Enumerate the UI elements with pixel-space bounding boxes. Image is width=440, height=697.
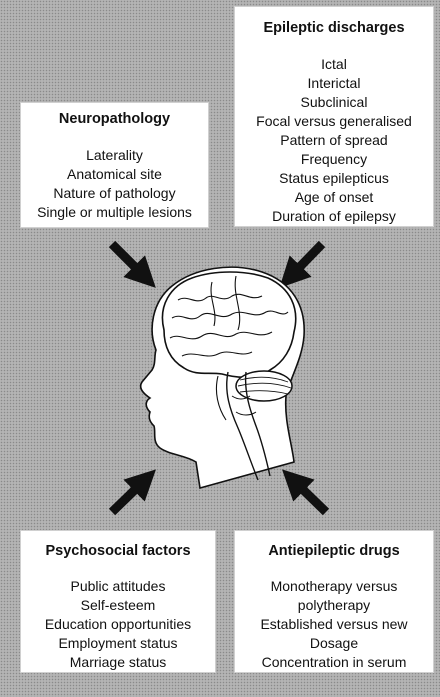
list-item: Pattern of spread (280, 132, 388, 148)
list-item: Frequency (300, 151, 368, 167)
list-item: Focal versus generalised (256, 113, 412, 129)
brain-icon (161, 271, 297, 379)
list-item: polytherapy (297, 597, 371, 613)
psychosocial-factors-title: Psychosocial factors (45, 543, 191, 559)
epileptic-discharges-list: Ictal Interictal Subclinical Focal versu… (235, 55, 433, 226)
list-item: Monotherapy versus (270, 578, 398, 594)
list-item: Age of onset (294, 189, 374, 205)
epileptic-discharges-box: Epileptic discharges Ictal Interictal Su… (234, 6, 434, 227)
neuropathology-list: Laterality Anatomical site Nature of pat… (21, 146, 208, 222)
arrow-icon (279, 240, 326, 288)
list-item: Duration of epilepsy (272, 208, 396, 224)
list-item: Ictal (321, 56, 347, 72)
antiepileptic-drugs-list: Monotherapy versus polytherapy Establish… (235, 577, 433, 672)
list-item: Marriage status (69, 654, 167, 670)
list-item: Interictal (307, 75, 361, 91)
antiepileptic-drugs-box: Antiepileptic drugs Monotherapy versus p… (234, 530, 434, 673)
brain-stem-icon (215, 371, 271, 481)
list-item: Education opportunities (44, 616, 192, 632)
list-item: Status epilepticus (279, 170, 389, 186)
list-item: Anatomical site (67, 166, 162, 182)
psychosocial-factors-list: Public attitudes Self-esteem Education o… (21, 577, 215, 672)
list-item: Dosage (309, 635, 359, 651)
list-item: Concentration in serum (261, 654, 407, 670)
antiepileptic-drugs-title: Antiepileptic drugs (268, 543, 400, 559)
arrow-icon (108, 469, 156, 516)
arrow-icon (108, 240, 156, 288)
list-item: Laterality (86, 147, 143, 163)
epileptic-discharges-title: Epileptic discharges (263, 20, 405, 36)
list-item: Self-esteem (80, 597, 156, 613)
list-item: Established versus new (260, 616, 408, 632)
cerebellum-icon (235, 370, 293, 402)
neuropathology-title: Neuropathology (58, 111, 171, 127)
psychosocial-factors-box: Psychosocial factors Public attitudes Se… (20, 530, 216, 673)
arrow-icon (282, 469, 330, 516)
list-item: Employment status (58, 635, 178, 651)
neuropathology-box: Neuropathology Laterality Anatomical sit… (20, 102, 209, 228)
list-item: Single or multiple lesions (37, 204, 192, 220)
list-item: Public attitudes (70, 578, 166, 594)
list-item: Nature of pathology (53, 185, 176, 201)
list-item: Subclinical (300, 94, 368, 110)
